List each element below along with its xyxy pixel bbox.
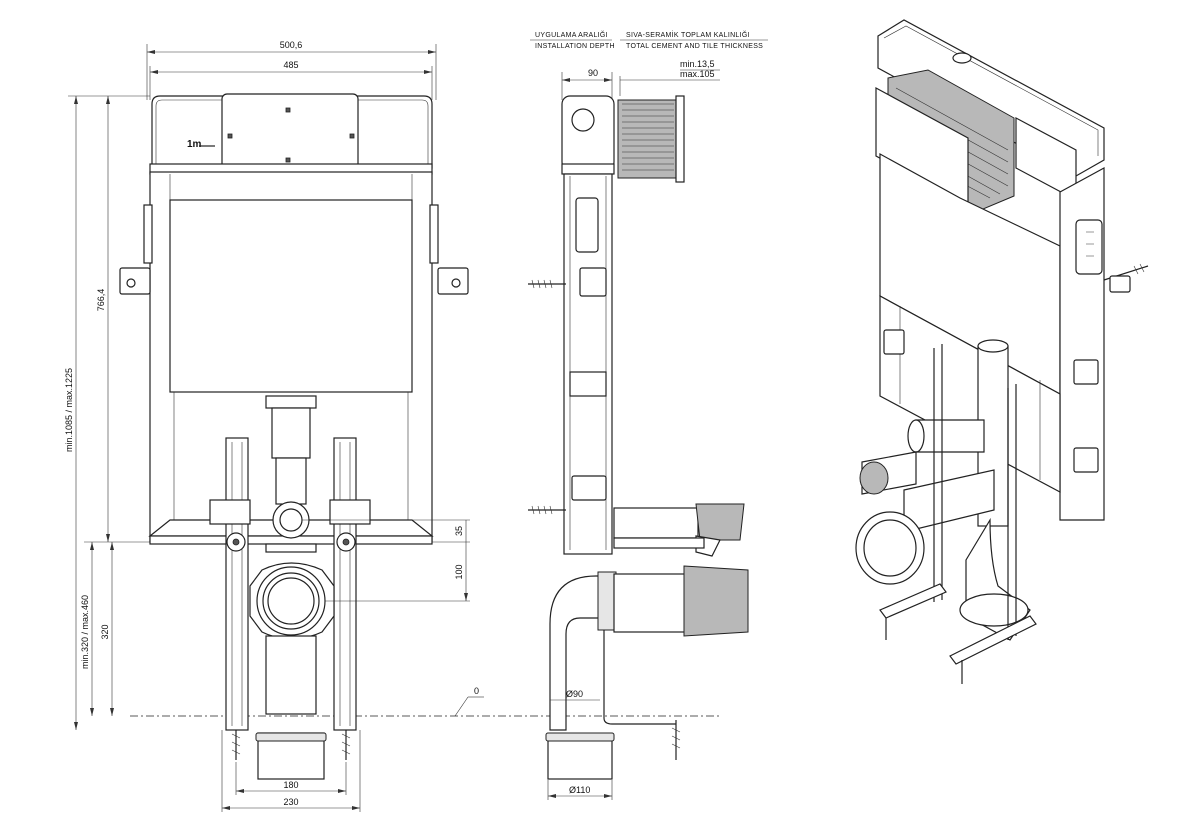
dim-cistern-height: 766,4	[96, 96, 110, 542]
iso-anchor	[1103, 263, 1149, 293]
header-depth-tr: UYGULAMA ARALIĞI	[535, 30, 608, 39]
side-anchor-bottom	[528, 505, 566, 515]
dim-feet-outer-label: 230	[283, 797, 298, 807]
side-view: UYGULAMA ARALIĞI INSTALLATION DEPTH SIVA…	[528, 30, 768, 800]
dim-min-label: min.13,5	[680, 59, 715, 69]
dim-pipe-110: Ø110	[547, 780, 613, 800]
side-drain-pipe	[547, 736, 613, 780]
left-leg	[209, 437, 251, 760]
dim-frame-width-label: 485	[283, 60, 298, 70]
dim-cistern-height-label: 766,4	[96, 289, 106, 312]
drain-elbow	[249, 562, 335, 780]
dim-lower-range-label: min.320 / max.460	[80, 595, 90, 669]
dim-total-width: 500,6	[146, 40, 437, 100]
dim-total-width-label: 500,6	[280, 40, 303, 50]
flush-plate-frame	[617, 99, 679, 179]
side-anchor-top	[528, 279, 566, 289]
floor-level-label: 0	[474, 686, 479, 696]
dim-feet-inner: 180	[235, 762, 347, 795]
right-wall-bracket	[437, 267, 469, 295]
front-view: 500,6 485 min.1085 / max.1225 766,4	[64, 40, 720, 812]
dim-pipe-110-label: Ø110	[569, 785, 590, 795]
dim-lower: 320	[100, 542, 114, 716]
dim-thickness: min.13,5 max.105	[619, 59, 720, 96]
header-depth-en: INSTALLATION DEPTH	[535, 43, 615, 50]
dim-depth-label: 90	[588, 68, 598, 78]
dim-pipe-90: Ø90	[550, 689, 600, 701]
flush-connector	[613, 507, 699, 539]
flush-label: 1m	[187, 139, 202, 150]
dim-frame-width: 485	[149, 60, 433, 100]
dim-lower-label: 320	[100, 624, 110, 639]
dim-outlet-offset-label: 35	[454, 526, 464, 536]
cistern-tank	[169, 199, 413, 393]
isometric-view	[855, 19, 1149, 684]
header-thickness-tr: SIVA-SERAMİK TOPLAM KALINLIĞI	[626, 30, 750, 39]
dim-height-range-label: min.1085 / max.1225	[64, 368, 74, 452]
dim-outlet-drop-label: 100	[454, 564, 464, 579]
dim-outlet-offset: 35	[302, 519, 470, 543]
dim-height-range: min.1085 / max.1225	[64, 95, 150, 730]
dim-feet-inner-label: 180	[283, 780, 298, 790]
dim-feet-outer: 230	[221, 730, 361, 812]
left-wall-bracket	[119, 267, 151, 295]
right-leg	[329, 437, 371, 760]
dim-outlet-drop: 100	[325, 542, 470, 602]
header-thickness-en: TOTAL CEMENT AND TILE THICKNESS	[626, 43, 763, 50]
dim-depth: 90	[561, 68, 613, 100]
drain-bend	[549, 575, 601, 731]
dim-lower-range: min.320 / max.460	[80, 541, 150, 716]
dim-pipe-90-label: Ø90	[566, 689, 583, 699]
dim-max-label: max.105	[680, 69, 715, 79]
side-cover	[561, 95, 615, 171]
